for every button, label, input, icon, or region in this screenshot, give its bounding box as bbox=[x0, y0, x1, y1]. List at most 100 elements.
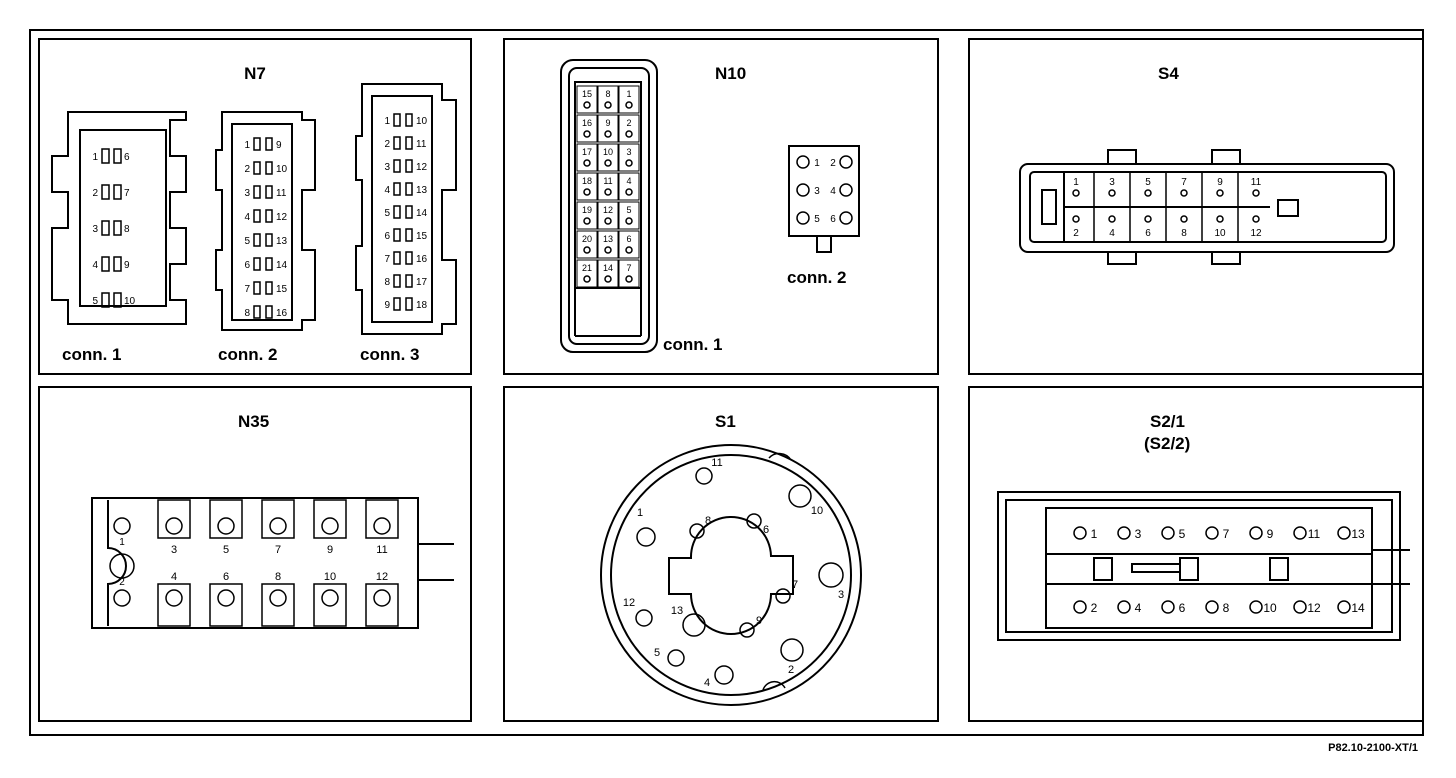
pin-label: 15 bbox=[416, 231, 428, 242]
pin-label: 11 bbox=[1251, 177, 1262, 188]
pin-label: 8 bbox=[605, 89, 610, 99]
pin-label: 2 bbox=[1073, 228, 1079, 239]
pin-contact bbox=[635, 609, 653, 627]
pin-contact bbox=[604, 101, 612, 109]
pin-label: 8 bbox=[705, 515, 711, 527]
pin-contact bbox=[604, 246, 612, 254]
pin-label: 5 bbox=[626, 205, 631, 215]
pin-contact bbox=[113, 589, 131, 607]
pin-contact bbox=[393, 182, 401, 196]
pin-label: 6 bbox=[763, 524, 769, 536]
pin-label: 4 bbox=[830, 186, 836, 197]
pin-label: 2 bbox=[1091, 601, 1098, 615]
pin-contact bbox=[1144, 189, 1152, 197]
pin-label: 2 bbox=[92, 188, 98, 199]
pin-contact bbox=[113, 220, 122, 236]
pin-contact bbox=[762, 680, 786, 691]
pin-label: 17 bbox=[582, 147, 592, 157]
cavity bbox=[618, 230, 640, 259]
cavity bbox=[576, 85, 598, 114]
pin-contact bbox=[253, 137, 261, 151]
pin-contact bbox=[253, 233, 261, 247]
pin-label: 3 bbox=[838, 589, 844, 601]
pin-contact bbox=[265, 137, 273, 151]
pin-label: 9 bbox=[756, 615, 762, 627]
pin-label: 7 bbox=[1223, 527, 1230, 541]
pin-label: 2 bbox=[384, 139, 390, 150]
pin-label: 9 bbox=[1267, 527, 1274, 541]
pin-label: 16 bbox=[582, 118, 592, 128]
pin-contact bbox=[604, 130, 612, 138]
pin-slot bbox=[209, 499, 243, 539]
pin-label: 8 bbox=[275, 571, 281, 583]
pin-contact bbox=[689, 523, 705, 539]
pin-contact bbox=[405, 274, 413, 288]
pin-label: 9 bbox=[276, 140, 282, 151]
pin-label: 3 bbox=[384, 162, 390, 173]
pin-label: 10 bbox=[1214, 228, 1226, 239]
pin-contact bbox=[1252, 189, 1260, 197]
pin-label: 16 bbox=[416, 254, 428, 265]
pin-label: 14 bbox=[276, 260, 288, 271]
pin-contact bbox=[405, 297, 413, 311]
pin-contact bbox=[695, 467, 713, 485]
pin-label: 12 bbox=[1307, 601, 1321, 615]
pin-label: 5 bbox=[1179, 527, 1186, 541]
cavity bbox=[576, 114, 598, 143]
pin-label: 14 bbox=[416, 208, 428, 219]
pin-contact bbox=[1108, 215, 1116, 223]
pin-contact bbox=[746, 513, 762, 529]
pin-contact bbox=[1205, 526, 1219, 540]
pin-label: 10 bbox=[416, 116, 428, 127]
pin-label: 6 bbox=[830, 214, 836, 225]
pin-contact bbox=[113, 517, 131, 535]
pin-contact bbox=[788, 484, 812, 508]
pin-label: 1 bbox=[244, 140, 250, 151]
pin-contact bbox=[583, 159, 591, 167]
pin-contact bbox=[1216, 189, 1224, 197]
pin-contact bbox=[265, 233, 273, 247]
pin-label: 9 bbox=[124, 260, 130, 271]
cavity bbox=[597, 85, 619, 114]
pin-label: 13 bbox=[1351, 527, 1365, 541]
pin-label: 3 bbox=[814, 186, 820, 197]
pin-label: 5 bbox=[384, 208, 390, 219]
pin-label: 3 bbox=[626, 147, 631, 157]
pin-contact bbox=[101, 256, 110, 272]
pin-contact bbox=[393, 159, 401, 173]
pin-label: 6 bbox=[626, 234, 631, 244]
pin-contact bbox=[682, 613, 706, 637]
pin-contact bbox=[1073, 600, 1087, 614]
pin-label: 7 bbox=[626, 263, 631, 273]
pin-contact bbox=[796, 155, 810, 169]
pin-label: 5 bbox=[223, 544, 229, 556]
pin-contact bbox=[1072, 215, 1080, 223]
pin-contact bbox=[101, 148, 110, 164]
pin-label: 2 bbox=[830, 158, 836, 169]
pin-label: 6 bbox=[1145, 228, 1151, 239]
pin-label: 1 bbox=[1091, 527, 1098, 541]
n7-conn3-label: conn. 3 bbox=[360, 345, 420, 364]
drawing-reference-number: P82.10-2100-XT/1 bbox=[1328, 742, 1418, 754]
pin-label: 9 bbox=[327, 544, 333, 556]
pin-contact bbox=[1161, 600, 1175, 614]
pin-label: 16 bbox=[276, 308, 288, 319]
pin-label: 19 bbox=[582, 205, 592, 215]
pin-label: 11 bbox=[276, 188, 287, 199]
pin-label: 14 bbox=[1351, 601, 1365, 615]
pin-label: 10 bbox=[324, 571, 336, 583]
pin-contact bbox=[625, 130, 633, 138]
pin-contact bbox=[165, 517, 183, 535]
panel-title: N7 bbox=[244, 64, 266, 83]
pin-label: 8 bbox=[384, 277, 390, 288]
pin-contact bbox=[165, 589, 183, 607]
pin-label: 11 bbox=[603, 176, 612, 186]
pin-label: 3 bbox=[92, 224, 98, 235]
pin-label: 6 bbox=[384, 231, 390, 242]
pin-label: 11 bbox=[416, 139, 427, 150]
cavity bbox=[618, 259, 640, 288]
